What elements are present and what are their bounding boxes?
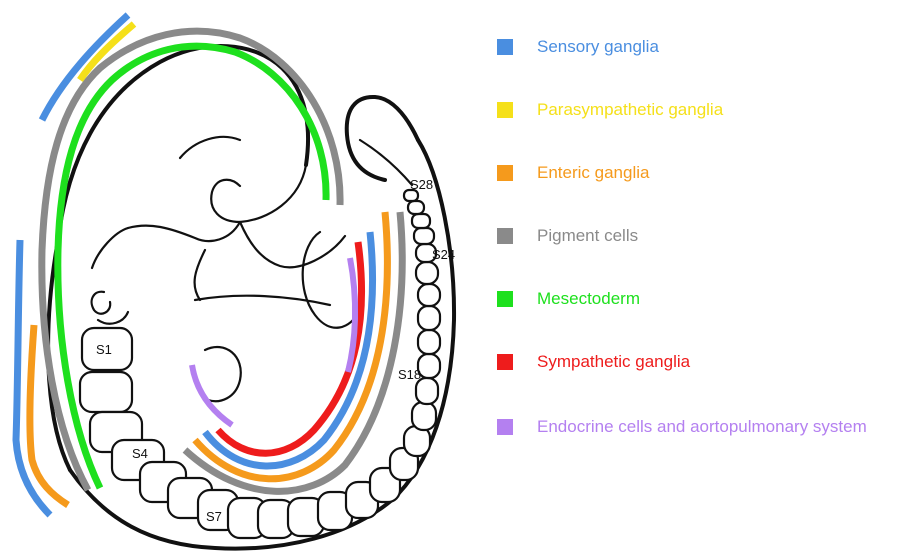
somite-label-s24: S24 [432, 247, 455, 262]
somite-label-s4: S4 [132, 446, 148, 461]
somite-label-s18: S18 [398, 367, 421, 382]
band-endocrine-trunk [348, 258, 355, 372]
band-endocrine-head [192, 365, 232, 425]
somite-label-s28: S28 [410, 177, 433, 192]
somite-label-s1: S1 [96, 342, 112, 357]
crest-bands [16, 15, 402, 515]
somite-label-s7: S7 [206, 509, 222, 524]
